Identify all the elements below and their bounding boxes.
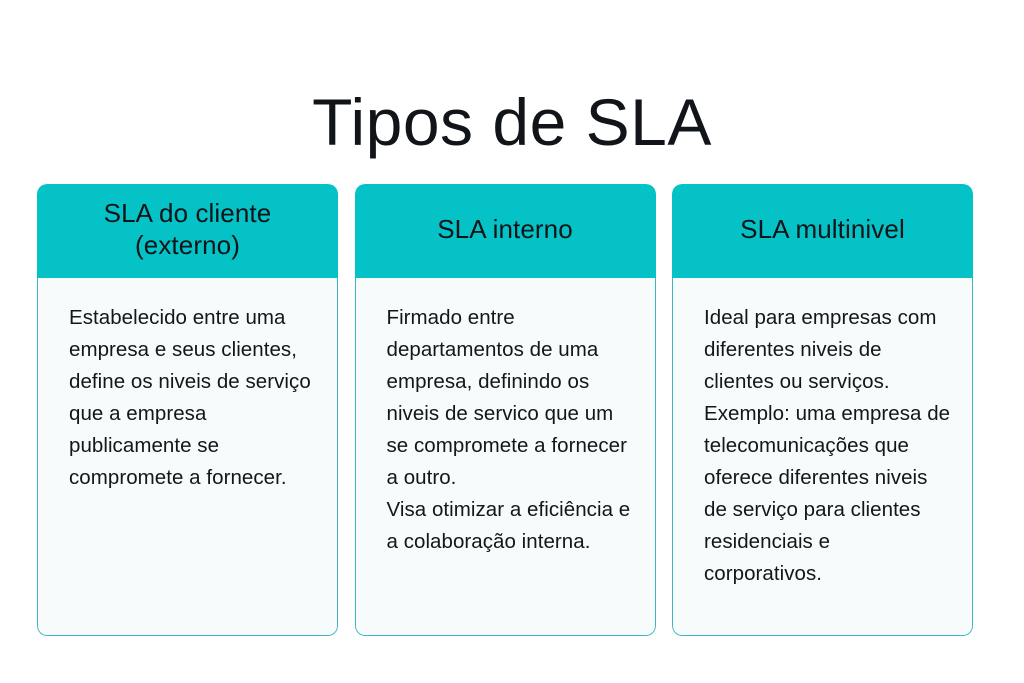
sla-card-body-cliente-externo: Estabelecido entre uma empresa e seus cl… (37, 278, 338, 636)
sla-card-cliente-externo: SLA do cliente (externo) Estabelecido en… (37, 184, 338, 636)
page-title: Tipos de SLA (312, 85, 712, 160)
sla-card-paragraph: Estabelecido entre uma empresa e seus cl… (69, 306, 311, 489)
sla-card-header-cliente-externo: SLA do cliente (externo) (37, 184, 338, 278)
sla-card-paragraph: Ideal para empresas com diferentes nivei… (704, 306, 937, 393)
sla-card-multinivel: SLA multinivel Ideal para empresas com d… (672, 184, 973, 636)
sla-card-paragraph: Firmado entre departamentos de uma empre… (386, 306, 627, 489)
sla-card-paragraph: Visa otimizar a eficiência e a colaboraç… (386, 498, 631, 553)
sla-card-row: SLA do cliente (externo) Estabelecido en… (37, 184, 973, 636)
sla-card-header-text: SLA interno (437, 213, 573, 244)
sla-card-header-interno: SLA interno (354, 184, 656, 278)
sla-card-header-text: SLA do cliente (externo) (103, 197, 272, 261)
sla-card-header-text: SLA multinivel (740, 213, 905, 244)
sla-card-interno: SLA interno Firmado entre departamentos … (354, 184, 656, 636)
sla-card-paragraph: Exemplo: uma empresa de telecomunicações… (704, 402, 951, 585)
sla-card-body-interno: Firmado entre departamentos de uma empre… (354, 278, 656, 636)
sla-card-header-multinivel: SLA multinivel (672, 184, 973, 278)
sla-card-body-multinivel: Ideal para empresas com diferentes nivei… (672, 278, 973, 636)
